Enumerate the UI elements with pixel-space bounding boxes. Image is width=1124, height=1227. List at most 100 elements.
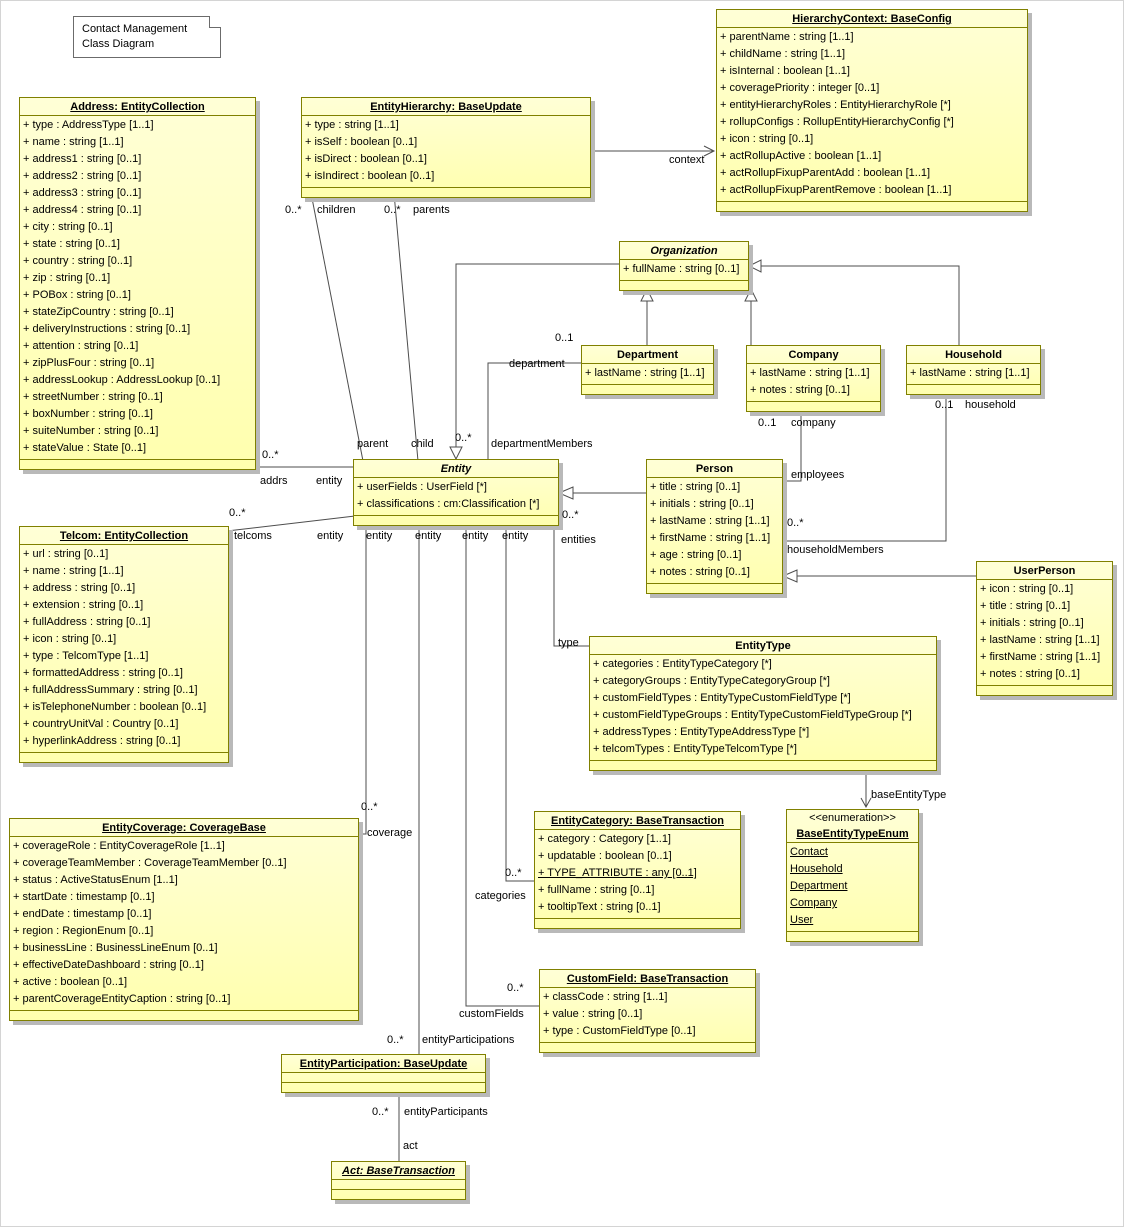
class-attribute: + name : string [1..1] <box>23 136 124 148</box>
edge-label-entityParticipants: entityParticipants <box>404 1106 488 1118</box>
class-attribute: + parentCoverageEntityCaption : string [… <box>13 993 231 1005</box>
operations-compartment <box>10 1011 358 1020</box>
class-person[interactable]: Person+ title : string [0..1]+ initials … <box>646 459 783 594</box>
class-attribute: + telcomTypes : EntityTypeTelcomType [*] <box>593 743 797 755</box>
class-address[interactable]: Address: EntityCollection+ type : Addres… <box>19 97 256 470</box>
class-attribute: + fullName : string [0..1] <box>623 263 740 275</box>
edge-label-categories: categories <box>475 890 526 902</box>
diagram-note[interactable]: Contact Management Class Diagram <box>73 16 221 58</box>
class-telcom[interactable]: Telcom: EntityCollection+ url : string [… <box>19 526 229 763</box>
edge-label-entities-mult: 0..* <box>562 509 579 521</box>
class-attribute: + notes : string [0..1] <box>650 566 750 578</box>
class-attribute: + notes : string [0..1] <box>750 384 850 396</box>
class-entity[interactable]: Entity+ userFields : UserField [*]+ clas… <box>353 459 559 526</box>
class-attribute: + tooltipText : string [0..1] <box>538 901 661 913</box>
class-attribute: + isDirect : boolean [0..1] <box>305 153 427 165</box>
class-entityType[interactable]: EntityType+ categories : EntityTypeCateg… <box>589 636 937 771</box>
class-attribute: + stateValue : State [0..1] <box>23 442 147 454</box>
class-attribute: + fullAddressSummary : string [0..1] <box>23 684 198 696</box>
edge-label-entityParticipations: entityParticipations <box>422 1034 515 1046</box>
class-title: UserPerson <box>977 562 1112 580</box>
class-attribute: + zipPlusFour : string [0..1] <box>23 357 155 369</box>
edge-label-participations-entity: entity <box>415 530 442 542</box>
generalization-arrow-company-organization <box>744 287 758 302</box>
class-entityHierarchy[interactable]: EntityHierarchy: BaseUpdate+ type : stri… <box>301 97 591 198</box>
edge-entity-entityCoverage <box>357 516 367 835</box>
class-entityCategory[interactable]: EntityCategory: BaseTransaction+ categor… <box>534 811 741 929</box>
class-attribute: + lastName : string [1..1] <box>750 367 870 379</box>
class-attribute: + addressTypes : EntityTypeAddressType [… <box>593 726 810 738</box>
edge-label-company-mult: 0..1 <box>758 417 777 429</box>
class-attribute: + suiteNumber : string [0..1] <box>23 425 159 437</box>
class-attribute: Department <box>790 880 848 892</box>
edge-label-departmentMembers: departmentMembers <box>491 438 593 450</box>
class-attribute: + stateZipCountry : string [0..1] <box>23 306 174 318</box>
class-attribute: + region : RegionEnum [0..1] <box>13 925 154 937</box>
class-title: Address: EntityCollection <box>20 98 255 116</box>
edge-label-parents: parents <box>413 204 450 216</box>
open-arrow-context <box>703 145 716 157</box>
class-attribute: + customFieldTypes : EntityTypeCustomFie… <box>593 692 851 704</box>
class-company[interactable]: Company+ lastName : string [1..1]+ notes… <box>746 345 881 412</box>
edge-department-entity <box>487 362 583 463</box>
operations-compartment <box>540 1043 755 1052</box>
class-attribute: + age : string [0..1] <box>650 549 742 561</box>
class-attribute: + startDate : timestamp [0..1] <box>13 891 155 903</box>
operations-compartment <box>717 202 1027 211</box>
edge-label-type: type <box>558 637 579 649</box>
class-title: HierarchyContext: BaseConfig <box>717 10 1027 28</box>
class-department[interactable]: Department+ lastName : string [1..1] <box>581 345 714 395</box>
generalization-arrow-userPerson-person <box>781 569 798 583</box>
class-attribute: + actRollupFixupParentRemove : boolean [… <box>720 184 952 196</box>
operations-compartment <box>302 188 590 197</box>
class-attribute: + initials : string [0..1] <box>650 498 754 510</box>
class-attribute: + effectiveDateDashboard : string [0..1] <box>13 959 204 971</box>
attributes-compartment: + lastName : string [1..1] <box>582 364 713 385</box>
class-organization[interactable]: Organization+ fullName : string [0..1] <box>619 241 749 291</box>
class-act[interactable]: Act: BaseTransaction <box>331 1161 466 1200</box>
edge-label-coverage-entity: entity <box>366 530 393 542</box>
class-title: Telcom: EntityCollection <box>20 527 228 545</box>
edge-label-employees-mult: 0..* <box>787 517 804 529</box>
class-attribute: + coverageTeamMember : CoverageTeamMembe… <box>13 857 287 869</box>
class-entityParticipation[interactable]: EntityParticipation: BaseUpdate <box>281 1054 486 1093</box>
class-attribute: + address2 : string [0..1] <box>23 170 142 182</box>
class-attribute: + deliveryInstructions : string [0..1] <box>23 323 191 335</box>
class-hierarchyContext[interactable]: HierarchyContext: BaseConfig+ parentName… <box>716 9 1028 212</box>
edge-label-categories-mult: 0..* <box>505 867 522 879</box>
class-attribute: + isSelf : boolean [0..1] <box>305 136 418 148</box>
edge-label-company: company <box>791 417 836 429</box>
class-attribute: + city : string [0..1] <box>23 221 113 233</box>
class-attribute: + isInternal : boolean [1..1] <box>720 65 850 77</box>
class-attribute: + icon : string [0..1] <box>980 583 1074 595</box>
class-attribute: + POBox : string [0..1] <box>23 289 131 301</box>
class-userPerson[interactable]: UserPerson+ icon : string [0..1]+ title … <box>976 561 1113 696</box>
class-attribute: + category : Category [1..1] <box>538 833 671 845</box>
class-attribute: + value : string [0..1] <box>543 1008 643 1020</box>
class-attribute: + address1 : string [0..1] <box>23 153 142 165</box>
class-attribute: + title : string [0..1] <box>650 481 741 493</box>
edge-label-categories-entity: entity <box>502 530 529 542</box>
class-entityCoverage[interactable]: EntityCoverage: CoverageBase+ coverageRo… <box>9 818 359 1021</box>
edge-label-parents-mult: 0..* <box>384 204 401 216</box>
attributes-compartment: + classCode : string [1..1] + value : str… <box>540 988 755 1043</box>
class-attribute: + lastName : string [1..1] <box>585 367 705 379</box>
attributes-compartment: + title : string [0..1] + initials : stri… <box>647 478 782 584</box>
attributes-compartment: + userFields : UserField [*]+ classifica… <box>354 478 558 516</box>
class-attribute: + classCode : string [1..1] <box>543 991 668 1003</box>
edge-label-customfields-entity: entity <box>462 530 489 542</box>
attributes-compartment: + type : string [1..1]+ isSelf : boolean… <box>302 116 590 188</box>
class-attribute: + attention : string [0..1] <box>23 340 139 352</box>
generalization-arrow-organization-entity <box>449 446 463 461</box>
edge-label-departmentMembers-mult: 0..* <box>455 432 472 444</box>
attributes-compartment: + lastName : string [1..1] <box>907 364 1040 385</box>
edge-household-person <box>781 389 947 542</box>
class-attribute: + streetNumber : string [0..1] <box>23 391 163 403</box>
operations-compartment <box>354 516 558 525</box>
class-customField[interactable]: CustomField: BaseTransaction+ classCode … <box>539 969 756 1053</box>
class-household[interactable]: Household+ lastName : string [1..1] <box>906 345 1041 395</box>
edge-label-child: child <box>411 438 434 450</box>
edge-organization-entity <box>455 263 621 447</box>
